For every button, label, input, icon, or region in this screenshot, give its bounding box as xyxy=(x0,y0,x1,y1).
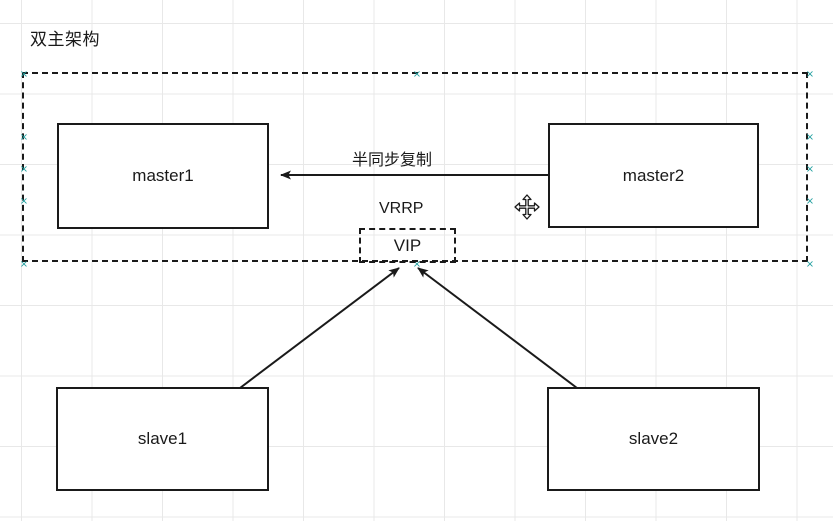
selection-handle-se[interactable] xyxy=(806,260,815,269)
edge-label-semisync: 半同步复制 xyxy=(352,152,433,169)
selection-handle-n[interactable] xyxy=(413,70,422,79)
node-slave2[interactable]: slave2 xyxy=(547,387,760,491)
edge-label-vrrp: VRRP xyxy=(379,200,424,217)
selection-handle-e2[interactable] xyxy=(806,197,815,206)
selection-handle-ne[interactable] xyxy=(806,70,815,79)
diagram-title: 双主架构 xyxy=(30,30,100,49)
selection-handle-e1[interactable] xyxy=(806,133,815,142)
node-slave2-label: slave2 xyxy=(628,429,679,448)
move-cursor-icon xyxy=(514,194,540,220)
node-slave1-label: slave1 xyxy=(137,429,188,448)
selection-handle-sw[interactable] xyxy=(20,260,29,269)
selection-handle-e[interactable] xyxy=(806,165,815,174)
selection-handle-nw[interactable] xyxy=(20,70,29,79)
selection-handle-w2[interactable] xyxy=(20,197,29,206)
selection-handle-w1[interactable] xyxy=(20,133,29,142)
node-master1[interactable]: master1 xyxy=(57,123,269,229)
node-master1-label: master1 xyxy=(132,166,194,185)
node-slave1[interactable]: slave1 xyxy=(56,387,269,491)
edge-slave1-to-vip xyxy=(239,267,400,389)
node-master2[interactable]: master2 xyxy=(548,123,759,228)
node-master2-label: master2 xyxy=(622,165,685,185)
selection-handle-w[interactable] xyxy=(20,165,29,174)
node-vip[interactable]: VIP xyxy=(359,228,456,263)
node-vip-label: VIP xyxy=(393,235,422,255)
edge-slave2-to-vip xyxy=(417,267,578,389)
